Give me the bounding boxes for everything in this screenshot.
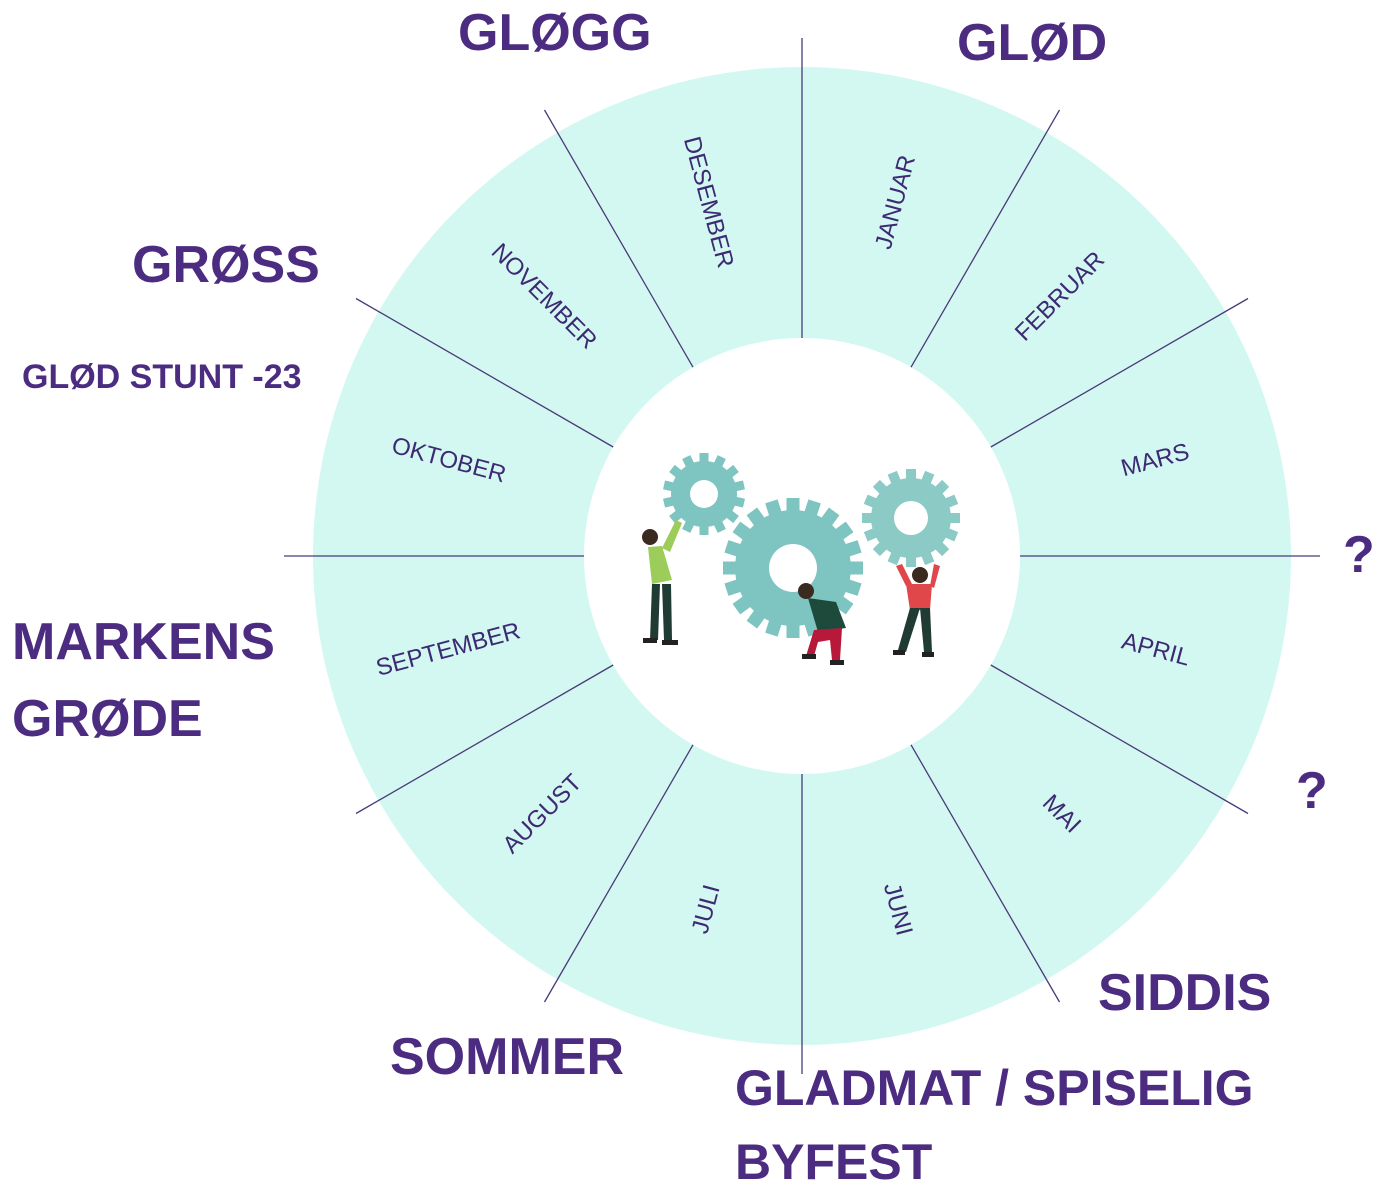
event-sommer: SOMMER bbox=[390, 1028, 624, 1086]
person-right bbox=[893, 564, 940, 657]
event-gladmat-line2: BYFEST bbox=[735, 1134, 933, 1190]
month-divider bbox=[910, 744, 1061, 1003]
person-middle bbox=[798, 583, 846, 665]
person-left bbox=[642, 520, 682, 645]
event-question-1: ? bbox=[1343, 526, 1375, 584]
month-divider bbox=[355, 297, 614, 448]
event-glod: GLØD bbox=[957, 14, 1108, 72]
event-markens-line2: GRØDE bbox=[12, 690, 203, 748]
month-dividers bbox=[284, 38, 1320, 1074]
event-glod-stunt: GLØD STUNT -23 bbox=[22, 358, 302, 396]
month-divider bbox=[910, 109, 1061, 368]
month-divider bbox=[355, 664, 614, 815]
month-divider bbox=[990, 664, 1249, 815]
month-divider bbox=[543, 744, 694, 1003]
month-divider bbox=[543, 109, 694, 368]
event-question-2: ? bbox=[1296, 762, 1328, 820]
month-divider bbox=[990, 297, 1249, 448]
event-markens-line1: MARKENS bbox=[12, 613, 275, 671]
event-gross: GRØSS bbox=[132, 236, 320, 294]
event-gladmat-line1: GLADMAT / SPISELIG bbox=[735, 1060, 1254, 1116]
event-siddis: SIDDIS bbox=[1098, 964, 1272, 1022]
event-glogg: GLØGG bbox=[458, 4, 652, 62]
teamwork-gears-icon bbox=[642, 453, 960, 665]
